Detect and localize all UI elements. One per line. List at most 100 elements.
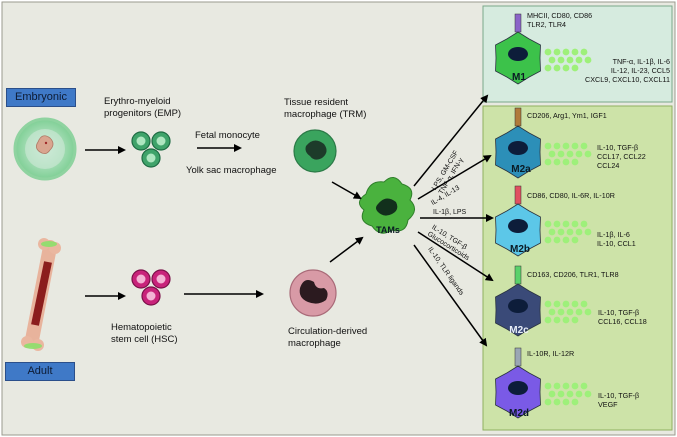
secreted-factor-dot [562,398,570,406]
secreted-factor-dot [553,236,561,244]
secreted-factor-dot [544,398,552,406]
secreted-factor-dot [553,300,561,308]
m2b-stimulus-label: IL-1β, LPS [433,209,467,216]
m1-name: M1 [512,72,526,83]
m2d-name: M2d [509,408,529,419]
secreted-factor-dot [584,150,592,158]
secreted-factor-dot [548,56,556,64]
emp-label: Erythro-myeloid progenitors (EMP) [104,96,182,119]
secreted-factor-dot [580,300,588,308]
adult-label: Adult [5,362,75,381]
m2d-markers: IL-10R, IL-12R [527,349,575,358]
secreted-factor-dot [557,56,565,64]
secreted-factor-dot [566,390,574,398]
m2a-secreted: IL-10, TGF-β CCL17, CCL22 CCL24 [597,143,646,170]
secreted-factor-dot [544,236,552,244]
secreted-factor-dot [553,142,561,150]
m1-markers: MHCII, CD80, CD86 TLR2, TLR4 [527,11,593,29]
m1-secreted: TNF-α, IL-1β, IL-6 IL-12, IL-23, CCL5 CX… [585,57,670,84]
secreted-factor-dot [562,142,570,150]
secreted-factor-dot [584,56,592,64]
secreted-factor-dot [544,316,552,324]
secreted-factor-dot [544,64,552,72]
secreted-factor-dot [571,236,579,244]
secreted-factor-dot [566,228,574,236]
secreted-factor-dot [575,390,583,398]
secreted-factor-dot [571,398,579,406]
secreted-factor-dot [544,158,552,166]
secreted-factor-dot [562,220,570,228]
secreted-factor-dot [580,48,588,56]
secreted-factor-dot [571,300,579,308]
m2b-markers: CD86, CD80, IL-6R, IL-10R [527,191,615,200]
secreted-factor-dot [544,382,552,390]
tams-label: TAMs [376,225,400,235]
tam-cell-icon [359,177,415,234]
secreted-factor-dot [557,390,565,398]
secreted-factor-dot [557,308,565,316]
m1-cell-icon [495,13,541,85]
m2d-cell-icon [495,347,541,419]
secreted-factor-dot [571,158,579,166]
secreted-factor-dot [566,308,574,316]
secreted-factor-dot [571,382,579,390]
hsc-label: Hematopoietic stem cell (HSC) [111,322,178,345]
secreted-factor-dot [548,150,556,158]
secreted-factor-dot [580,382,588,390]
secreted-factor-dot [566,150,574,158]
m2b-name: M2b [510,244,530,255]
secreted-factor-dot [562,48,570,56]
secreted-factor-dot [575,150,583,158]
secreted-factor-dot [544,300,552,308]
secreted-factor-dot [544,142,552,150]
bone-icon [21,238,61,351]
secreted-factor-dot [548,390,556,398]
secreted-factor-dot [557,228,565,236]
secreted-factor-dot [557,150,565,158]
secreted-factor-dot [553,158,561,166]
secreted-factor-dot [548,228,556,236]
secreted-factor-dot [575,228,583,236]
cdm-label: Circulation-derived macrophage [288,326,368,349]
m2c-markers: CD163, CD206, TLR1, TLR8 [527,270,619,279]
m2b-secreted: IL-1β, IL-6 IL-10, CCL1 [597,230,636,248]
secreted-factor-dot [553,64,561,72]
m2c-cell-icon [495,265,541,337]
secreted-factor-dot [571,48,579,56]
secreted-factor-dot [548,308,556,316]
secreted-factor-dot [553,316,561,324]
secreted-factor-dot [562,382,570,390]
secreted-factor-dot [553,220,561,228]
m2a-cell-icon [495,107,541,179]
m2a-name: M2a [511,164,531,175]
secreted-factor-dot [562,64,570,72]
m2a-markers: CD206, Arg1, Ym1, IGF1 [527,111,607,120]
m2c-name: M2c [509,325,529,336]
embryonic-label: Embryonic [6,88,76,107]
secreted-factor-dot [553,48,561,56]
secreted-factor-dot [562,300,570,308]
secreted-factor-dot [562,316,570,324]
secreted-factor-dot [553,398,561,406]
secreted-factor-dot [575,56,583,64]
secreted-factor-dot [571,142,579,150]
secreted-factor-dot [580,142,588,150]
emp-cells-icon [131,131,171,168]
secreted-factor-dot [544,48,552,56]
embryo-icon [13,117,77,181]
fetal-monocyte-label: Fetal monocyte [195,130,260,141]
trm-label: Tissue resident macrophage (TRM) [284,97,367,120]
secreted-factor-dot [562,236,570,244]
secreted-factor-dot [584,308,592,316]
secreted-factor-dot [544,220,552,228]
m2d-secreted: IL-10, TGF-β VEGF [598,391,640,409]
secreted-factor-dot [584,390,592,398]
circulation-macrophage-icon [289,269,337,317]
secreted-factor-dot [571,64,579,72]
secreted-factor-dot [584,228,592,236]
secreted-factor-dot [566,56,574,64]
secreted-factor-dot [571,220,579,228]
secreted-factor-dot [562,158,570,166]
